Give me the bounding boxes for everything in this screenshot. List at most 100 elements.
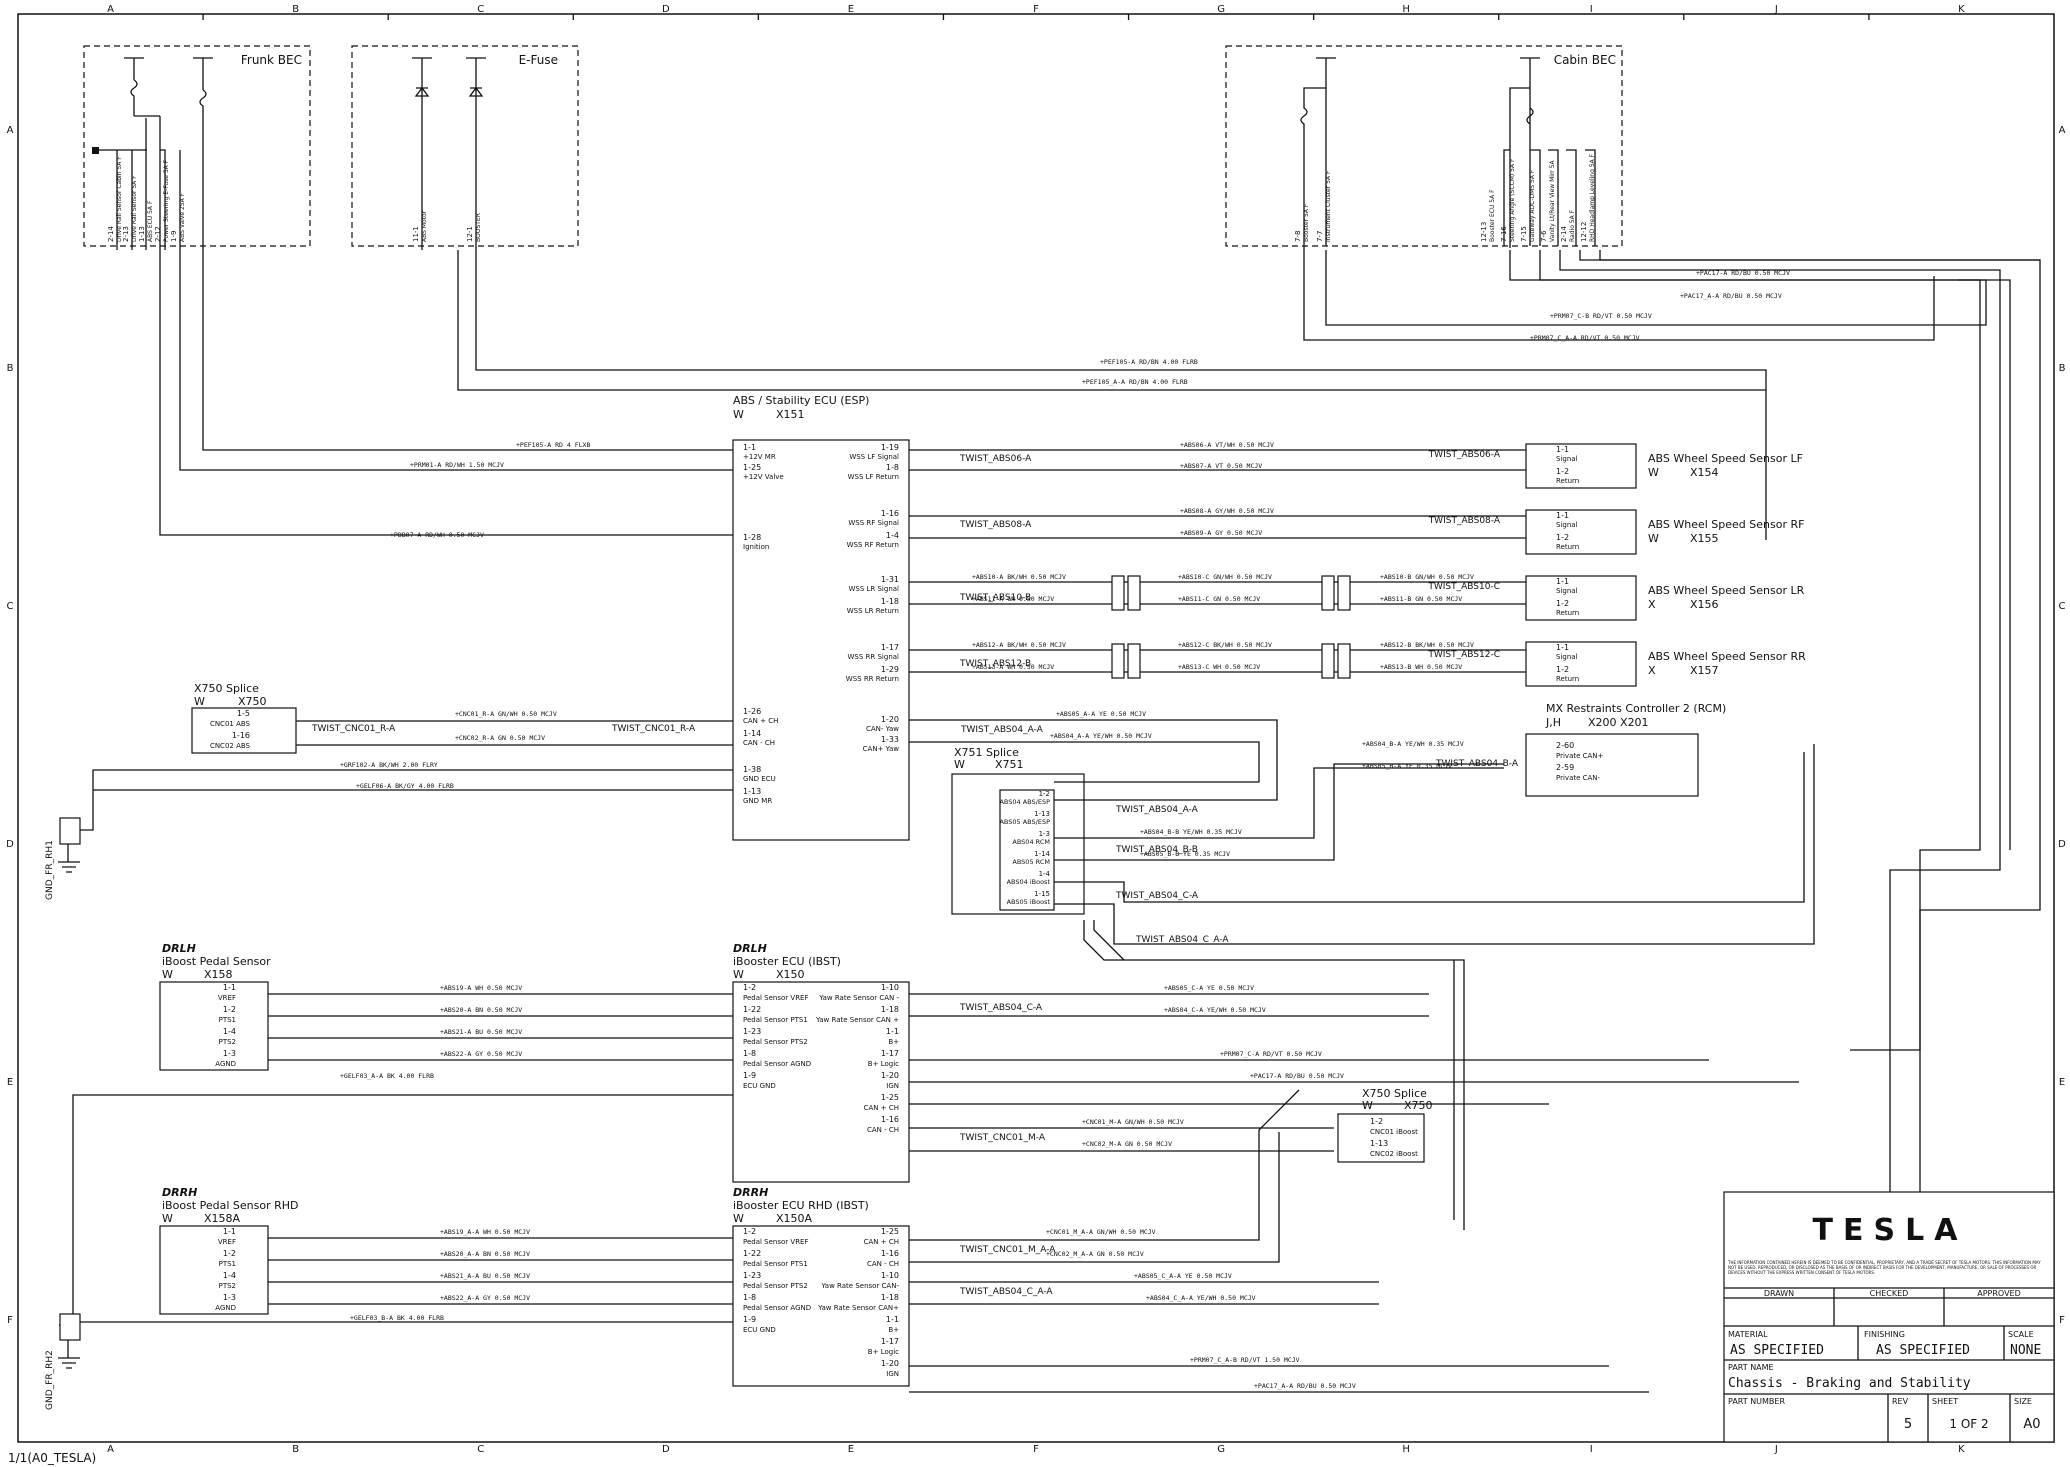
- pin-name: Pedal Sensor VREF: [743, 994, 809, 1002]
- wire-label: +CNC02_M-A GN 0.50 MCJV: [1082, 1140, 1172, 1148]
- svg-text:TWIST_CNC01_M-A: TWIST_CNC01_M-A: [959, 1133, 1046, 1143]
- wire-label: +ABS12-A BK/WH 0.50 MCJV: [972, 641, 1066, 649]
- pin-number: 1-9: [743, 1315, 756, 1324]
- sensor-title: ABS Wheel Speed Sensor RF: [1648, 518, 1804, 531]
- pin-name: Signal: [1556, 653, 1578, 661]
- svg-text:MATERIAL: MATERIAL: [1728, 1330, 1768, 1339]
- bec-pin-label: 1-13: [138, 226, 146, 242]
- pin-number: 1-23: [743, 1271, 761, 1280]
- iboost-pedal-sensor-rhd: DRRH iBoost Pedal Sensor RHD W X158A 1-1…: [159, 1186, 298, 1315]
- wire-labels: +PEF105-A RD/BN 4.00 FLRB+PEF105_A-A RD/…: [340, 269, 1790, 1390]
- wire-label: +ABS19-A WH 0.50 MCJV: [440, 984, 522, 992]
- svg-text:TWIST_ABS04_C-A: TWIST_ABS04_C-A: [959, 1003, 1043, 1013]
- iboost-pedal-sensor: DRLH iBoost Pedal Sensor W X158 1-1VREF1…: [159, 942, 271, 1071]
- pin-name: CNC01 iBoost: [1370, 1128, 1418, 1136]
- wire-label: +ABS22-A GY 0.50 MCJV: [440, 1050, 522, 1058]
- bec-circuit-label: Power Steering E-Fuse 5A F: [163, 159, 170, 242]
- wire-label: +ABS21-A BU 0.50 MCJV: [440, 1028, 522, 1036]
- svg-text:X200 X201: X200 X201: [1588, 716, 1649, 729]
- bec-circuit-label: Drive Rail Sensor 5A F: [131, 175, 138, 242]
- pin-number: 1-22: [743, 1249, 761, 1258]
- pin-name: WSS RR Return: [846, 675, 899, 683]
- pin-number: 1-20: [881, 1071, 899, 1080]
- svg-text:X750 Splice: X750 Splice: [194, 682, 259, 695]
- grid-col-label: G: [1217, 1444, 1225, 1455]
- bec-circuit-label: ABS Motor: [421, 210, 428, 242]
- grid-col-label: D: [662, 1444, 670, 1455]
- bec-pin-label: 7-8: [1294, 231, 1302, 242]
- pin-name: CAN - CH: [867, 1126, 899, 1134]
- pin-name: IGN: [886, 1370, 899, 1378]
- wire-label: +ABS04_B-B YE/WH 0.35 MCJV: [1140, 828, 1242, 836]
- wire-label: +ABS11-C GN 0.50 MCJV: [1178, 595, 1260, 603]
- grid-row-label: E: [2059, 1077, 2065, 1088]
- wire-label: +ABS20_A-A BN 0.50 MCJV: [440, 1250, 530, 1258]
- wire-label: +PRM07_C-B RD/VT 0.50 MCJV: [1550, 312, 1652, 320]
- wire-label: +ABS19_A-A WH 0.50 MCJV: [440, 1228, 530, 1236]
- wire-label: +PRM01-A RD/WH 1.50 MCJV: [410, 461, 504, 469]
- ibooster-ecu-rhd: DRRH iBooster ECU RHD (IBST) W X150A 1-2…: [732, 1186, 910, 1387]
- svg-text:W: W: [1362, 1099, 1373, 1112]
- abs-ecu-title: ABS / Stability ECU (ESP): [733, 394, 869, 407]
- wire-label: +GRF102-A BK/WH 2.00 FLRY: [340, 761, 438, 769]
- wire-label: +PEF105-A RD/BN 4.00 FLRB: [1100, 358, 1198, 366]
- sensor-code: W: [1648, 532, 1659, 545]
- tesla-logo: TESLA: [1813, 1213, 1968, 1248]
- pin-number: 1-1: [886, 1315, 899, 1324]
- pin-number: 1-29: [881, 665, 899, 674]
- grid-row-label: C: [7, 601, 14, 612]
- svg-text:REV: REV: [1892, 1397, 1909, 1406]
- pin-number: 1-16: [881, 1115, 899, 1124]
- wire-label: +ABS04_C-A YE/WH 0.50 MCJV: [1164, 1006, 1266, 1014]
- wire-label: +ABS11-B GN 0.50 MCJV: [1380, 595, 1462, 603]
- svg-text:iBoost Pedal Sensor RHD: iBoost Pedal Sensor RHD: [162, 1199, 298, 1212]
- svg-text:TWIST_ABS04_C_A-A: TWIST_ABS04_C_A-A: [959, 1287, 1053, 1297]
- pin-name: Return: [1556, 477, 1579, 485]
- bec-pin-label: 1-9: [170, 231, 178, 242]
- pin-number: 1-23: [743, 1027, 761, 1036]
- pin-name: WSS RR Signal: [848, 653, 900, 661]
- grid-col-label: C: [477, 4, 484, 15]
- svg-text:X150A: X150A: [776, 1212, 813, 1225]
- svg-text:X158: X158: [204, 968, 233, 981]
- wire-label: +PAC17_A-A RD/BU 0.50 MCJV: [1254, 1382, 1356, 1390]
- svg-text:AS SPECIFIED: AS SPECIFIED: [1730, 1343, 1824, 1358]
- sensor-code: W: [1648, 466, 1659, 479]
- wire-label: +ABS13-C WH 0.50 MCJV: [1178, 663, 1260, 671]
- bec-circuit-label: Drive Rail Sensor Cabin 5A F: [116, 156, 123, 242]
- pin-name: Pedal Sensor PTS2: [743, 1282, 808, 1290]
- pin-name: WSS LR Signal: [848, 585, 899, 593]
- pin-number: 1-4: [886, 531, 899, 540]
- wire-label: +PDB07-A RD/WH 0.50 MCJV: [390, 531, 484, 539]
- pin-name: Yaw Rate Sensor CAN -: [818, 994, 899, 1002]
- pin-name: Yaw Rate Sensor CAN +: [815, 1016, 899, 1024]
- wire-label: +ABS05_C-A YE 0.50 MCJV: [1164, 984, 1254, 992]
- pin-number: 1-2: [743, 983, 756, 992]
- wire-label: +CNC01_M_A-A GN/WH 0.50 MCJV: [1046, 1228, 1156, 1236]
- svg-text:1 OF 2: 1 OF 2: [1949, 1417, 1988, 1431]
- pin-number: 1-18: [881, 1005, 899, 1014]
- power-feed-wires: [59, 250, 2041, 1380]
- grid-col-label: A: [107, 4, 114, 15]
- pin-number: 1-19: [881, 443, 899, 452]
- bec-circuit-label: Instrument Cluster 5A F: [1325, 170, 1332, 242]
- pin-name: Pedal Sensor VREF: [743, 1238, 809, 1246]
- pin-number: 1-20: [881, 715, 899, 724]
- twist-label: TWIST_ABS06-A: [1428, 450, 1501, 460]
- bec-pin-label: 2-13: [122, 226, 130, 242]
- svg-text:AS SPECIFIED: AS SPECIFIED: [1876, 1343, 1970, 1358]
- pin-name: B+ Logic: [868, 1348, 899, 1356]
- svg-text:SHEET: SHEET: [1932, 1397, 1958, 1406]
- bec-circuit-label: BOOSTER: [475, 213, 482, 242]
- pin-name: ABS04 RCM: [1012, 838, 1050, 846]
- bec-circuit-label: Gateway ADC-DMS 5A F: [1529, 169, 1536, 242]
- grid-col-label: H: [1402, 1444, 1410, 1455]
- pin-name: ABS04 ABS/ESP: [999, 798, 1050, 806]
- ground-label-1: GND_FR_RH1: [45, 840, 55, 900]
- sensor-id: X154: [1690, 466, 1719, 479]
- svg-text:iBoost Pedal Sensor: iBoost Pedal Sensor: [162, 955, 271, 968]
- svg-text:TWIST_ABS04_A-A: TWIST_ABS04_A-A: [960, 725, 1044, 735]
